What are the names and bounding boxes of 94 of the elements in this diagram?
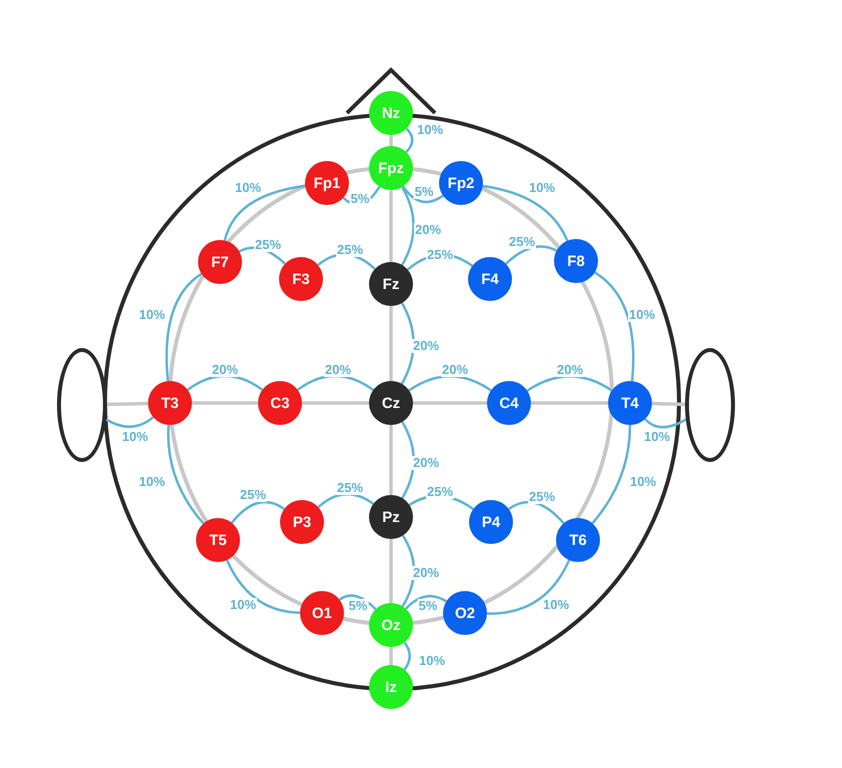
edge-label: 10% [418,654,446,668]
edge-label: 25% [336,481,364,495]
guide-line [192,401,258,405]
measurement-arc [594,271,635,382]
electrode-marker: C3 [258,381,302,425]
electrode-marker: C4 [487,381,531,425]
edge-label: 25% [254,238,282,252]
guide-line [389,190,393,262]
edge-label: 10% [542,598,570,612]
ear-outline [57,348,107,462]
edge-label: 25% [426,248,454,262]
edge-label: 20% [324,363,352,377]
edge-label: 5% [418,599,438,613]
guide-line [389,306,393,381]
measurement-arc [505,245,558,265]
electrode-marker: P3 [280,500,324,544]
measurement-arc [591,424,632,524]
measurement-arc [644,418,686,428]
electrode-marker: T3 [148,381,192,425]
measurement-arc [167,424,204,524]
edge-label: 25% [508,235,536,249]
edge-label: 10% [138,475,166,489]
electrode-marker: T4 [608,381,652,425]
measurement-arc [526,375,612,392]
measurement-arc [296,374,374,392]
guide-line [389,539,393,603]
guide-line [389,425,393,495]
electrode-marker: Fp2 [439,161,483,205]
edge-label: 20% [210,363,240,377]
edge-label: 10% [228,598,258,612]
electrode-marker: O1 [300,591,344,635]
edge-label: 20% [414,223,442,237]
measurement-arc [405,128,414,153]
edge-label: 5% [414,185,434,199]
measurement-arc [342,186,380,206]
measurement-arc [318,493,374,508]
electrode-marker: Iz [369,665,413,709]
measurement-arc [408,375,492,392]
electrode-marker: Cz [369,381,413,425]
electrode-marker: Fz [369,262,413,306]
edge-label: 20% [412,339,440,353]
guide-line [302,401,369,405]
edge-label: 10% [120,430,150,444]
edge-label: 10% [416,123,444,137]
edge-label: 10% [628,475,658,489]
edge-label: 10% [528,181,556,195]
edge-label: 25% [238,488,268,502]
measurement-arc [338,594,377,610]
guide-line [652,402,686,406]
guide-line [389,647,393,665]
guide-line [106,402,148,406]
edge-label: 25% [426,485,454,499]
electrode-marker: Oz [369,603,413,647]
edge-label: 20% [412,566,440,580]
edge-label: 10% [642,430,672,444]
measurement-arc [165,272,202,382]
electrode-marker: Fp1 [305,161,349,205]
guide-line [413,401,487,405]
electrode-marker: Fpz [369,146,413,190]
electrode-marker: F4 [468,257,512,301]
measurement-arc [230,500,285,524]
measurement-arc [402,186,444,204]
electrode-marker: O2 [443,591,487,635]
edge-label: 5% [348,599,368,613]
measurement-arc [106,416,154,428]
edge-label: 5% [350,192,370,206]
electrode-marker: Nz [369,91,413,135]
measurement-arc [486,560,570,615]
guide-line [531,401,608,405]
guide-line [389,135,393,146]
edge-label: 10% [138,308,166,322]
measurement-arc [401,186,415,266]
electrode-marker: Pz [369,495,413,539]
edge-label: 25% [528,490,556,504]
measurement-arc [482,184,569,242]
edge-label: 10% [628,308,656,322]
measurement-arc [186,374,264,391]
ear-outline [685,348,735,462]
electrode-marker: P4 [469,500,513,544]
edge-label: 20% [440,363,470,377]
electrode-marker: F3 [279,257,323,301]
measurement-arc [403,642,411,670]
edge-label: 20% [556,363,584,377]
electrode-marker: F7 [198,240,242,284]
edge-label: 25% [336,243,364,257]
measurement-arc [508,500,565,524]
electrode-marker: T6 [556,518,600,562]
measurement-arc [224,184,306,241]
edge-label: 10% [234,181,262,195]
measurement-arc [226,560,300,614]
measurement-arc [405,594,447,610]
electrode-marker: F8 [554,239,598,283]
electrode-marker: T5 [196,518,240,562]
edge-label: 20% [412,456,440,470]
